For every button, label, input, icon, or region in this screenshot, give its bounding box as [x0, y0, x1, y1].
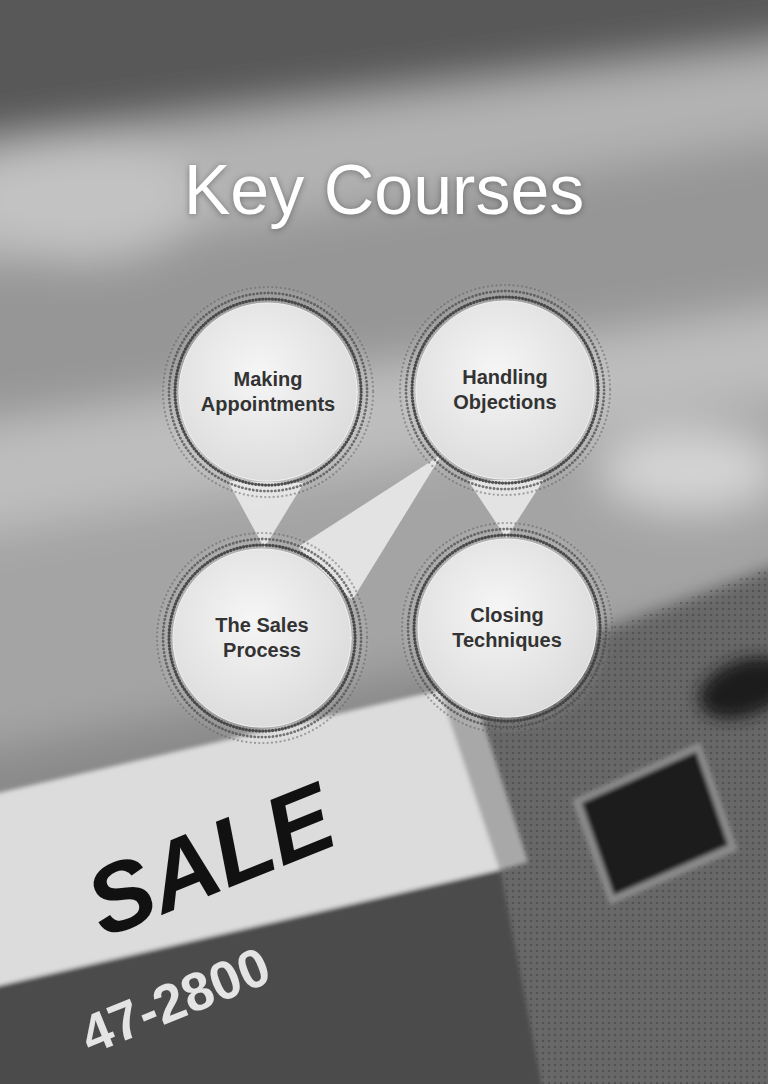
circle-outline	[396, 281, 614, 499]
halo-dots	[402, 523, 612, 733]
sign-word: SALE	[73, 768, 346, 953]
light-streak	[0, 140, 200, 260]
circle-disc	[418, 539, 596, 717]
circle-disc	[416, 301, 594, 479]
sign-band	[0, 870, 545, 1084]
halo-glow	[153, 529, 371, 747]
halo-dots	[163, 287, 373, 497]
halo-glow	[398, 519, 616, 737]
circle-disc	[173, 549, 351, 727]
halo-dots	[408, 529, 606, 727]
halo-glow	[159, 283, 377, 501]
course-circle: The Sales Process	[153, 529, 371, 747]
course-circle: Making Appointments	[159, 283, 377, 501]
course-name: Handling Objections	[430, 365, 580, 415]
course-circle: Closing Techniques	[398, 519, 616, 737]
phone-number: 47-2800	[73, 938, 277, 1062]
circle-disc	[179, 303, 357, 481]
circle-text: Handling Objections	[430, 365, 580, 415]
halo-dots	[406, 291, 604, 489]
halo-glow	[396, 281, 614, 499]
course-name: The Sales Process	[187, 613, 337, 663]
halo-dots	[157, 533, 367, 743]
finger-tip	[690, 645, 768, 730]
course-name: Making Appointments	[193, 367, 343, 417]
halo-dots	[400, 285, 610, 495]
page-title: Key Courses	[0, 155, 768, 225]
halo-dots	[169, 545, 355, 731]
circle-outline	[398, 519, 616, 737]
finger	[690, 645, 768, 730]
circle-text: The Sales Process	[187, 613, 337, 663]
dark-tile	[572, 742, 738, 905]
halo-dots	[414, 535, 600, 721]
halo-dots	[175, 299, 361, 485]
tile-rim	[572, 742, 738, 905]
halo-dots	[412, 297, 598, 483]
circle-outline	[159, 283, 377, 501]
circle-outline	[153, 529, 371, 747]
circle-text: Closing Techniques	[432, 603, 582, 653]
course-name: Closing Techniques	[432, 603, 582, 653]
circle-text: Making Appointments	[193, 367, 343, 417]
halo-dots	[169, 293, 367, 491]
tile	[582, 752, 728, 895]
halo-dots	[163, 539, 361, 737]
light-streak	[600, 430, 768, 510]
course-circle: Handling Objections	[396, 281, 614, 499]
